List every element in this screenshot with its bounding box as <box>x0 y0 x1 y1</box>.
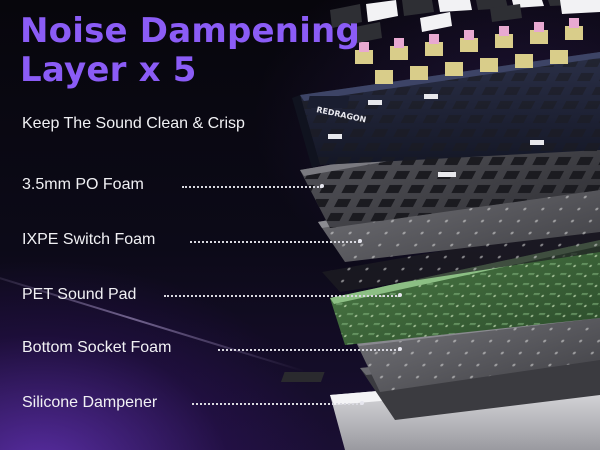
leader-dot-ixpe-switch-foam <box>358 239 362 243</box>
leader-line-po-foam <box>182 186 322 188</box>
layer-label-silicone-dampener: Silicone Dampener <box>22 394 158 411</box>
switches-row <box>355 18 583 84</box>
leader-dot-bottom-socket-foam <box>398 347 402 351</box>
pet-sound-pad-layer <box>322 230 600 292</box>
leader-line-pet-sound-pad <box>164 295 400 297</box>
layer-label-pet-sound-pad: PET Sound Pad <box>22 286 137 303</box>
leader-line-silicone-dampener <box>192 403 362 405</box>
headline-line-2: Layer x 5 <box>20 50 197 90</box>
headline-line-1: Noise Dampening <box>20 11 360 51</box>
leader-dot-pet-sound-pad <box>398 293 402 297</box>
leader-dot-silicone-dampener <box>360 401 364 405</box>
layer-label-po-foam: 3.5mm PO Foam <box>22 176 144 193</box>
headline: Noise Dampening Layer x 5 <box>20 12 360 90</box>
layer-label-ixpe-switch-foam: IXPE Switch Foam <box>22 231 156 248</box>
layer-label-bottom-socket-foam: Bottom Socket Foam <box>22 339 172 356</box>
keycaps-row <box>330 0 600 44</box>
subtitle: Keep The Sound Clean & Crisp <box>22 115 245 132</box>
leader-line-bottom-socket-foam <box>218 349 400 351</box>
stabilizer-clips <box>328 94 544 177</box>
leader-dot-po-foam <box>320 184 324 188</box>
leader-line-ixpe-switch-foam <box>190 241 360 243</box>
